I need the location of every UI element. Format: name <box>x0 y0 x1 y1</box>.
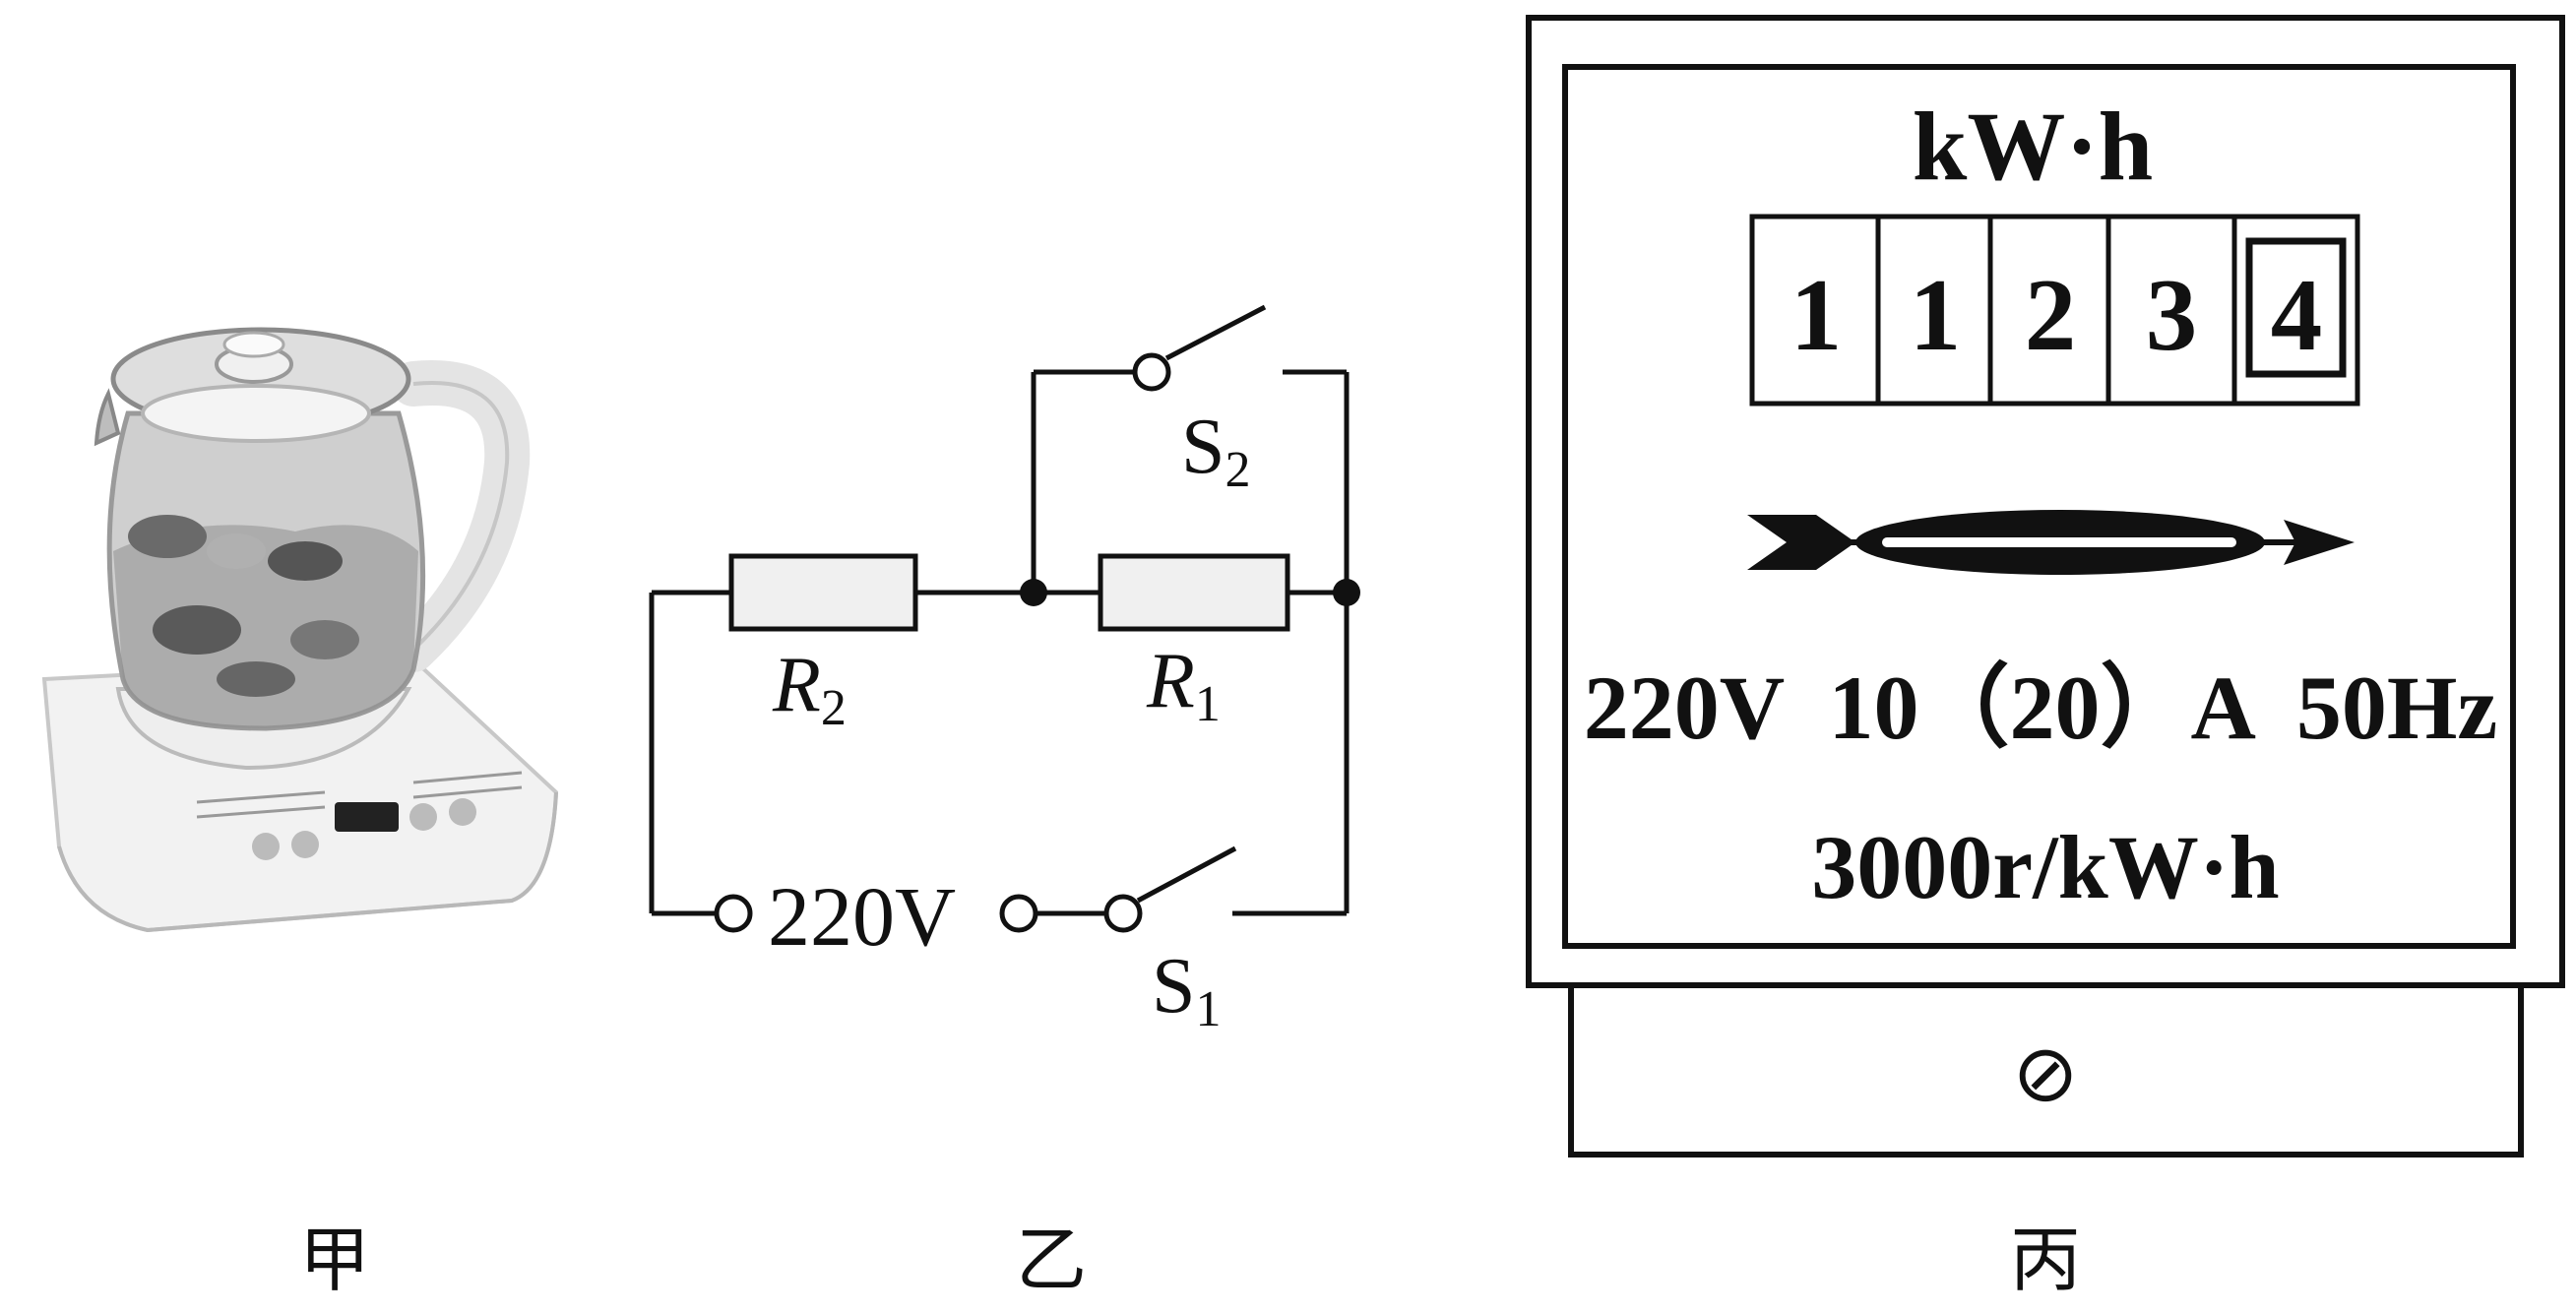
circuit-labels: R2 R1 S2 S1 220V <box>768 404 1251 1037</box>
kettle-spout <box>94 388 121 447</box>
meter-disc-highlight <box>1882 537 2236 547</box>
kettle-illustration <box>41 327 559 933</box>
counter-digit: 2 <box>2025 257 2077 372</box>
decimal-digit-box <box>2245 237 2347 378</box>
base-text-marks <box>196 771 523 819</box>
resistor-r2 <box>728 553 918 632</box>
label-s1: S1 <box>1152 943 1222 1037</box>
meter-face-panel <box>1562 64 2516 949</box>
figure-label-circuit: 乙 <box>1016 1219 1087 1301</box>
source-terminal-left <box>714 894 753 933</box>
kettle-inner-lid <box>141 384 371 443</box>
base-buttons <box>252 798 476 860</box>
label-source-voltage: 220V <box>768 869 956 964</box>
counter-digit: 3 <box>2146 257 2198 372</box>
terminal-symbol: ⊘ <box>2012 1028 2078 1119</box>
circuit-components <box>714 352 1360 933</box>
meter-rating: 220V 10（20）A 50Hz <box>1584 657 2498 758</box>
meter-rotation-disc <box>1747 510 2355 575</box>
figure-label-kettle: 甲 <box>299 1219 370 1301</box>
meter-unit-label: kW·h <box>1913 92 2154 201</box>
switch-s2-contact <box>1132 352 1171 392</box>
meter-terminal-box <box>1568 982 2524 1158</box>
arrow-head <box>2284 520 2355 565</box>
label-r1: R1 <box>1146 638 1221 732</box>
counter-digit: 1 <box>1910 257 1962 372</box>
kettle-contents <box>113 515 418 728</box>
counter-digit-decimal: 4 <box>2271 257 2323 372</box>
meter-constant: 3000r/kW·h <box>1811 817 2279 917</box>
switch-s1-blade <box>1136 845 1237 904</box>
source-terminal-right <box>999 894 1038 933</box>
resistor-r1 <box>1098 553 1290 632</box>
kettle-handle <box>391 360 531 672</box>
circuit-diagram <box>649 304 1350 916</box>
junction-node-left <box>1020 579 1047 606</box>
switch-s1-contact <box>1103 894 1143 933</box>
electricity-meter: ⊘ kW·h 1 1 2 3 4 220V 10（2 <box>1526 15 2565 1158</box>
meter-digit-counter: 1 1 2 3 4 <box>1749 214 2360 407</box>
label-s2: S2 <box>1181 404 1251 498</box>
switch-s2-blade <box>1164 304 1267 361</box>
label-r2: R2 <box>772 642 847 736</box>
figure-label-meter: 丙 <box>2010 1219 2081 1301</box>
junction-node-right <box>1333 579 1360 606</box>
arrow-fletching <box>1747 515 1855 570</box>
counter-digit: 1 <box>1791 257 1843 372</box>
base-display <box>335 802 399 832</box>
